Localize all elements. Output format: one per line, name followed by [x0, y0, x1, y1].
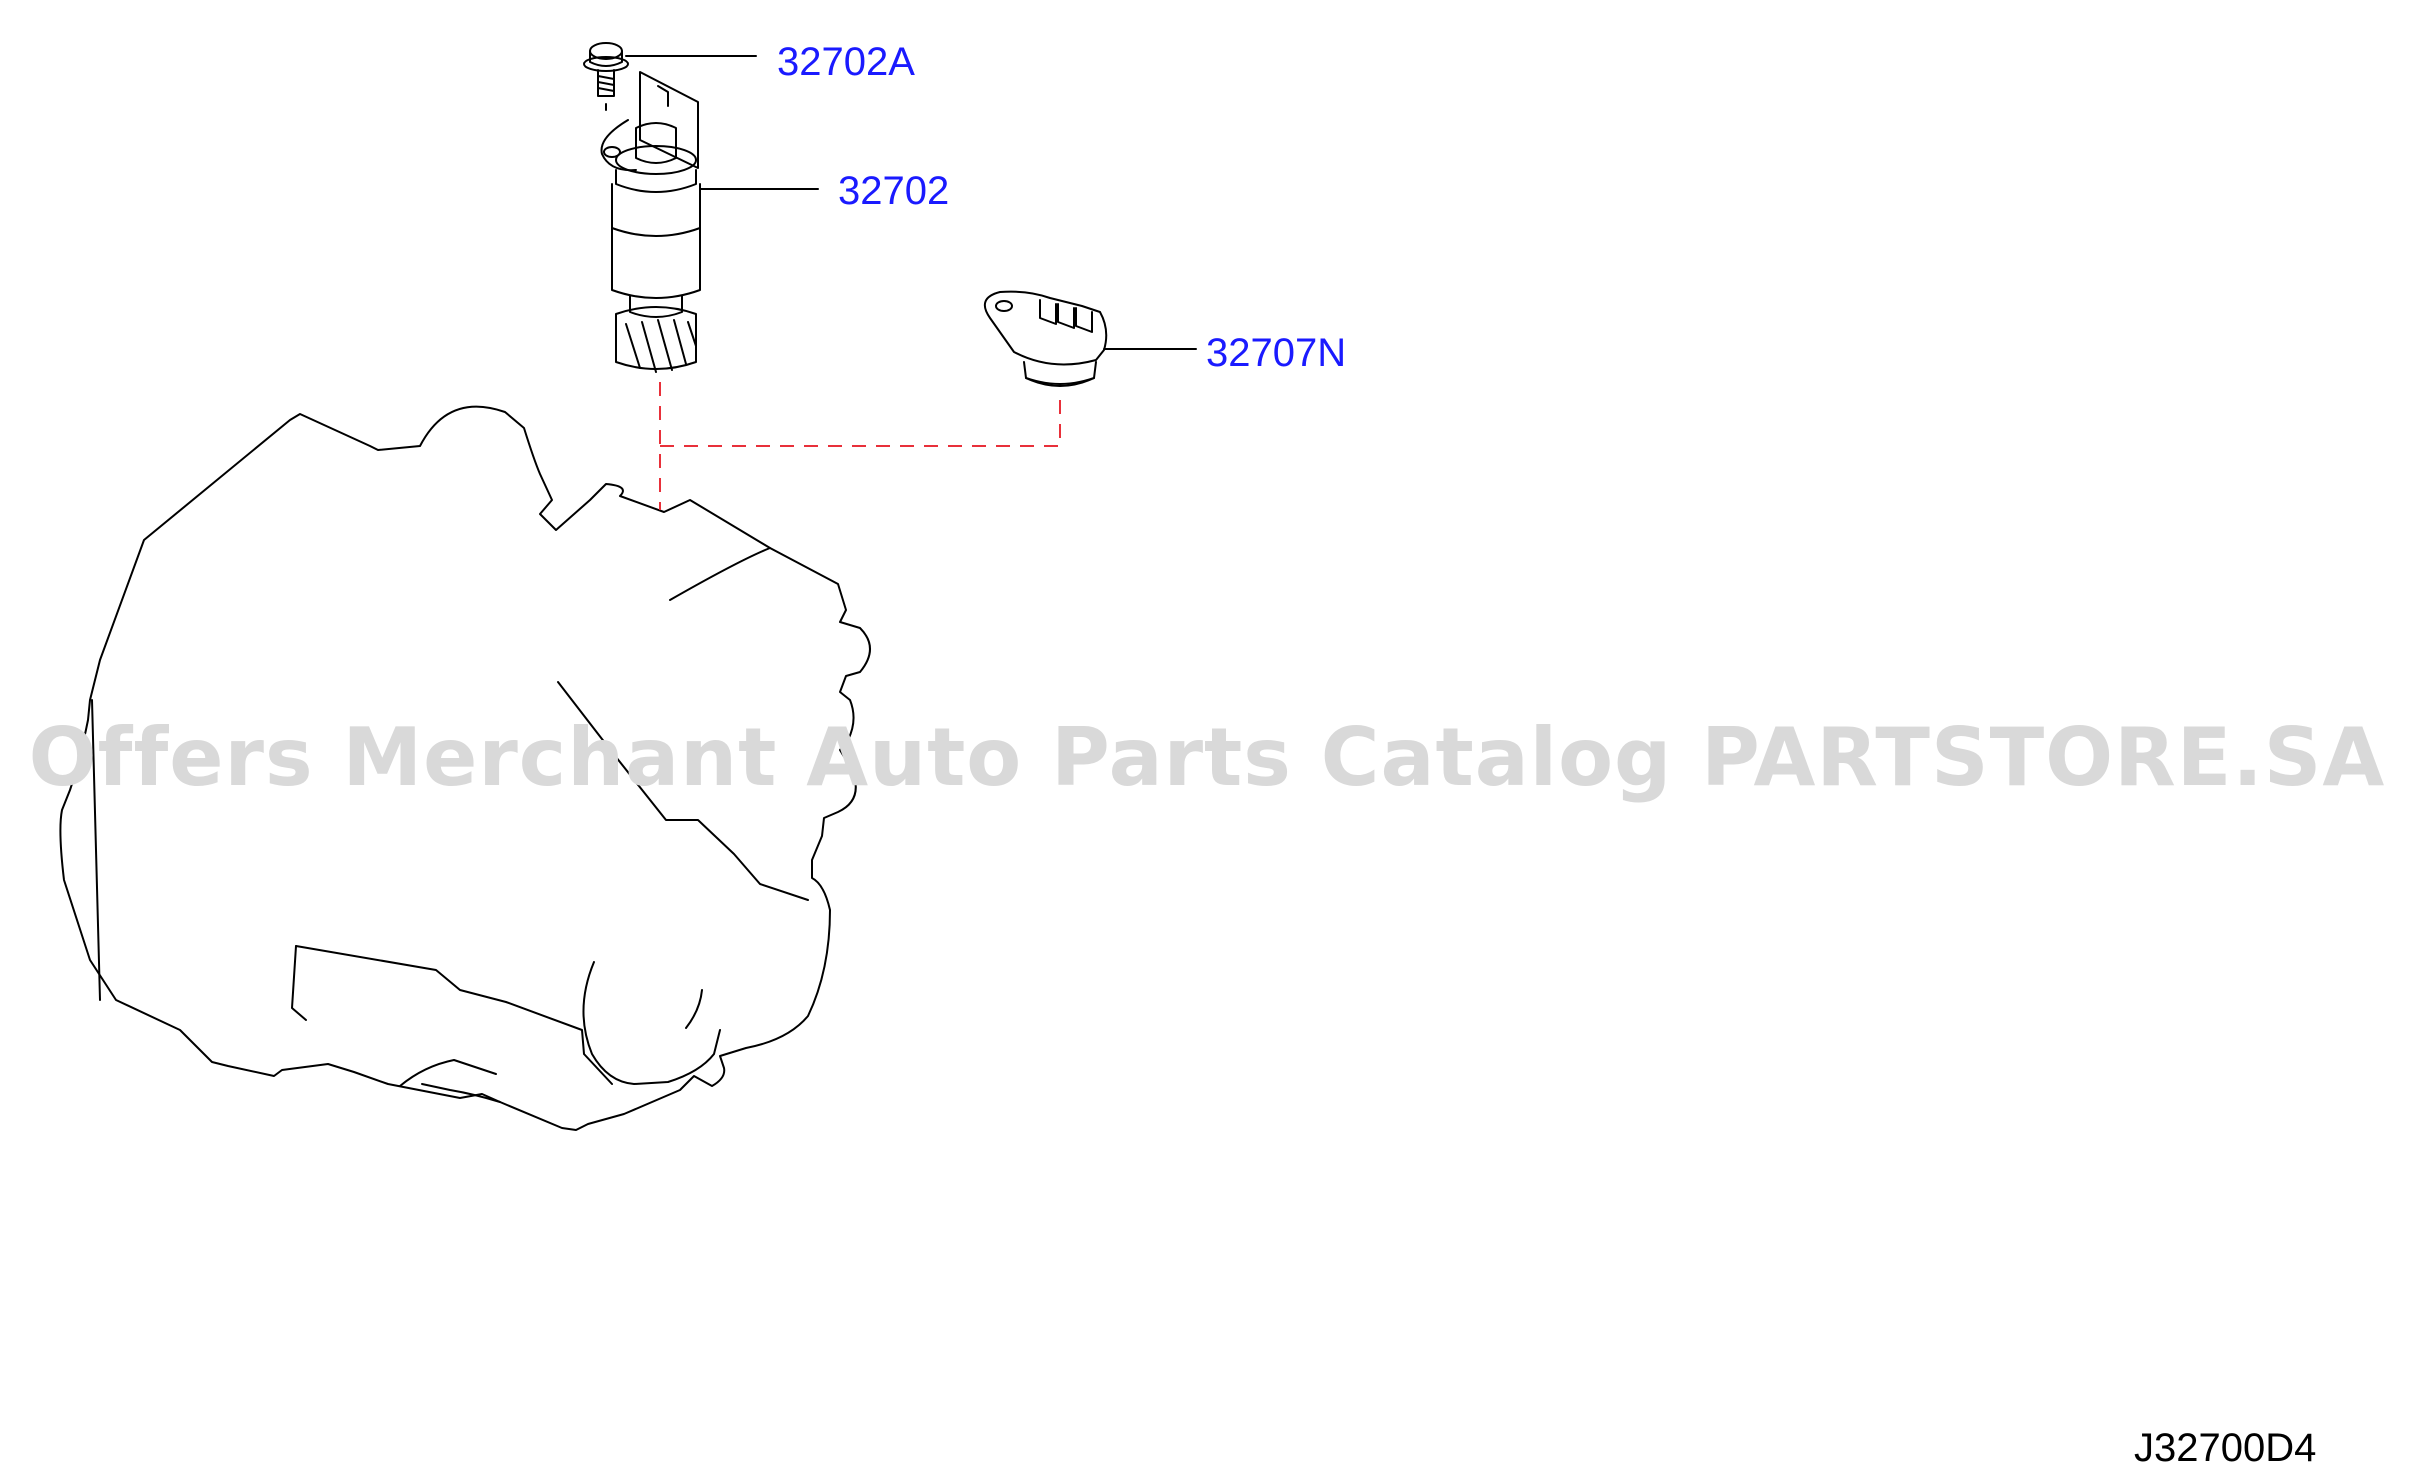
part-callout-32702a[interactable]: 32702A	[777, 40, 915, 84]
diagram-code-label: J32700D4	[2134, 1426, 2317, 1470]
bolt-32702a-drawing	[583, 42, 629, 113]
part-callout-32702[interactable]: 32702	[838, 169, 950, 213]
installation-guide-lines	[659, 382, 1061, 510]
sensor-32707n-drawing	[983, 290, 1108, 387]
speed-sensor-32702-drawing	[600, 71, 701, 373]
watermark-text: Offers Merchant Auto Parts Catalog PARTS…	[28, 711, 2386, 804]
transmission-case-drawing	[59, 405, 871, 1131]
part-callout-32707n[interactable]: 32707N	[1206, 331, 1347, 375]
